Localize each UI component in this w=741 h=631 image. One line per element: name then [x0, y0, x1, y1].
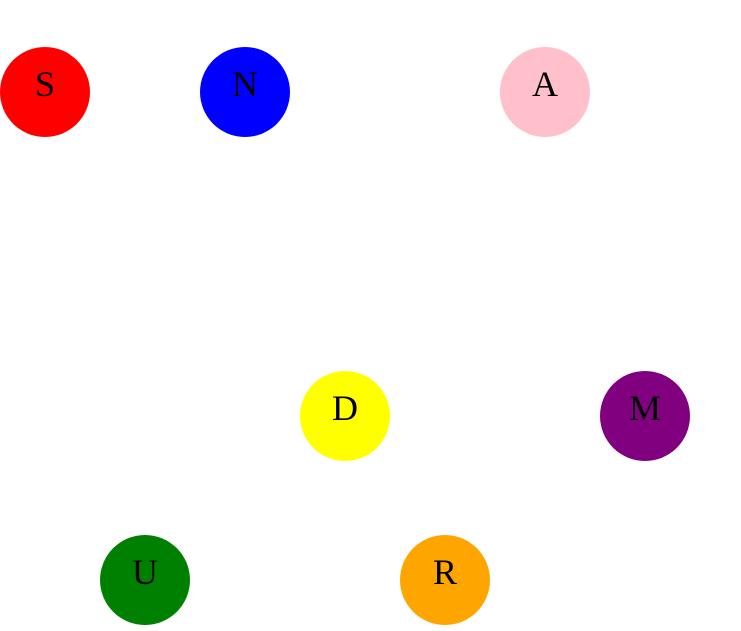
node-label: S: [34, 64, 56, 104]
node-d: D: [300, 371, 390, 461]
node-label: R: [432, 552, 457, 592]
node-n: N: [200, 47, 290, 137]
node-r: R: [400, 535, 490, 625]
node-s: S: [0, 47, 90, 137]
node-label: D: [332, 388, 358, 428]
node-label: U: [132, 552, 158, 592]
node-a: A: [500, 47, 590, 137]
node-m: M: [600, 371, 690, 461]
node-label: A: [532, 64, 558, 104]
node-label: N: [232, 64, 258, 104]
node-label: M: [628, 388, 661, 428]
node-u: U: [100, 535, 190, 625]
